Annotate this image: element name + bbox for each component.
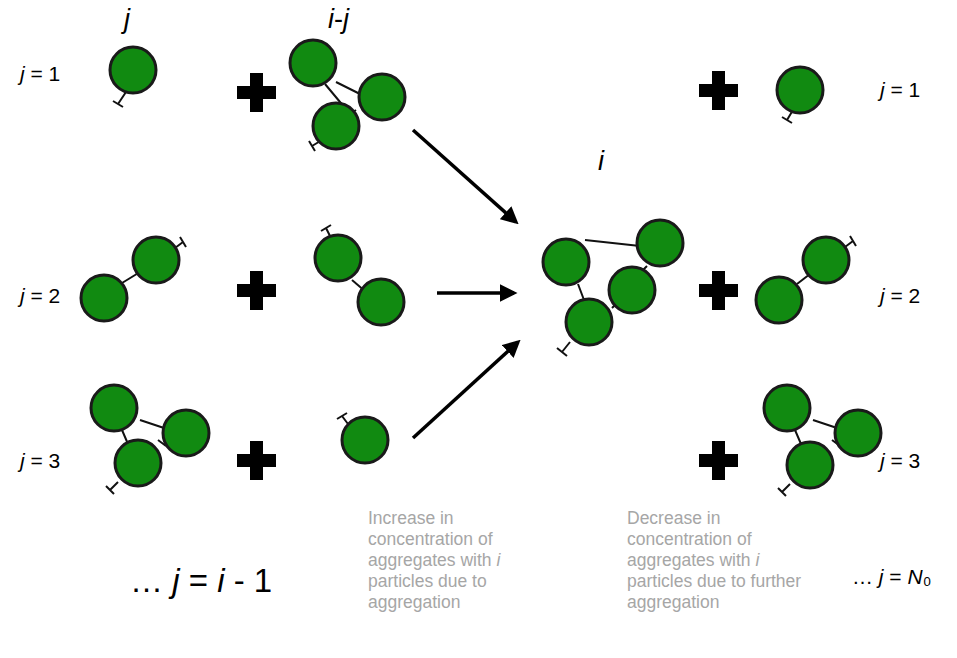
italic-symbol: j <box>20 449 25 472</box>
reaction-arrows <box>413 130 518 438</box>
italic-symbol: j <box>20 284 25 307</box>
italic-symbol: i <box>598 146 604 176</box>
range-label: … j = i - 1 <box>130 562 272 600</box>
italic-symbol: N <box>907 565 922 588</box>
italic-symbol: i <box>328 4 334 34</box>
italic-symbol: j <box>20 62 25 85</box>
index-label: j = 1 <box>20 62 60 86</box>
italic-symbol: j <box>880 78 885 101</box>
particles <box>81 40 881 488</box>
gray-note: Decrease in concentration of aggregates … <box>627 508 802 613</box>
index-label: j = 2 <box>880 284 920 308</box>
index-label: j = 1 <box>880 78 920 102</box>
variable-label: i-j <box>328 4 349 35</box>
italic-symbol: j <box>880 284 885 307</box>
italic-symbol: j <box>343 4 349 34</box>
variable-label: j <box>124 4 130 35</box>
variable-label: i <box>598 146 604 177</box>
gray-note: Increase in concentration of aggregates … <box>368 508 543 613</box>
italic-symbol: i <box>217 562 224 599</box>
italic-symbol: j <box>124 4 130 34</box>
range-label: … j = N₀ <box>852 565 931 589</box>
italic-symbol: j <box>880 449 885 472</box>
italic-symbol: j <box>879 565 884 588</box>
plus-signs <box>237 71 738 480</box>
index-label: j = 2 <box>20 284 60 308</box>
index-label: j = 3 <box>20 449 60 473</box>
index-label: j = 3 <box>880 449 920 473</box>
italic-symbol: i <box>755 550 759 570</box>
linkers <box>106 82 856 496</box>
italic-symbol: i <box>496 550 500 570</box>
italic-symbol: j <box>172 562 179 599</box>
